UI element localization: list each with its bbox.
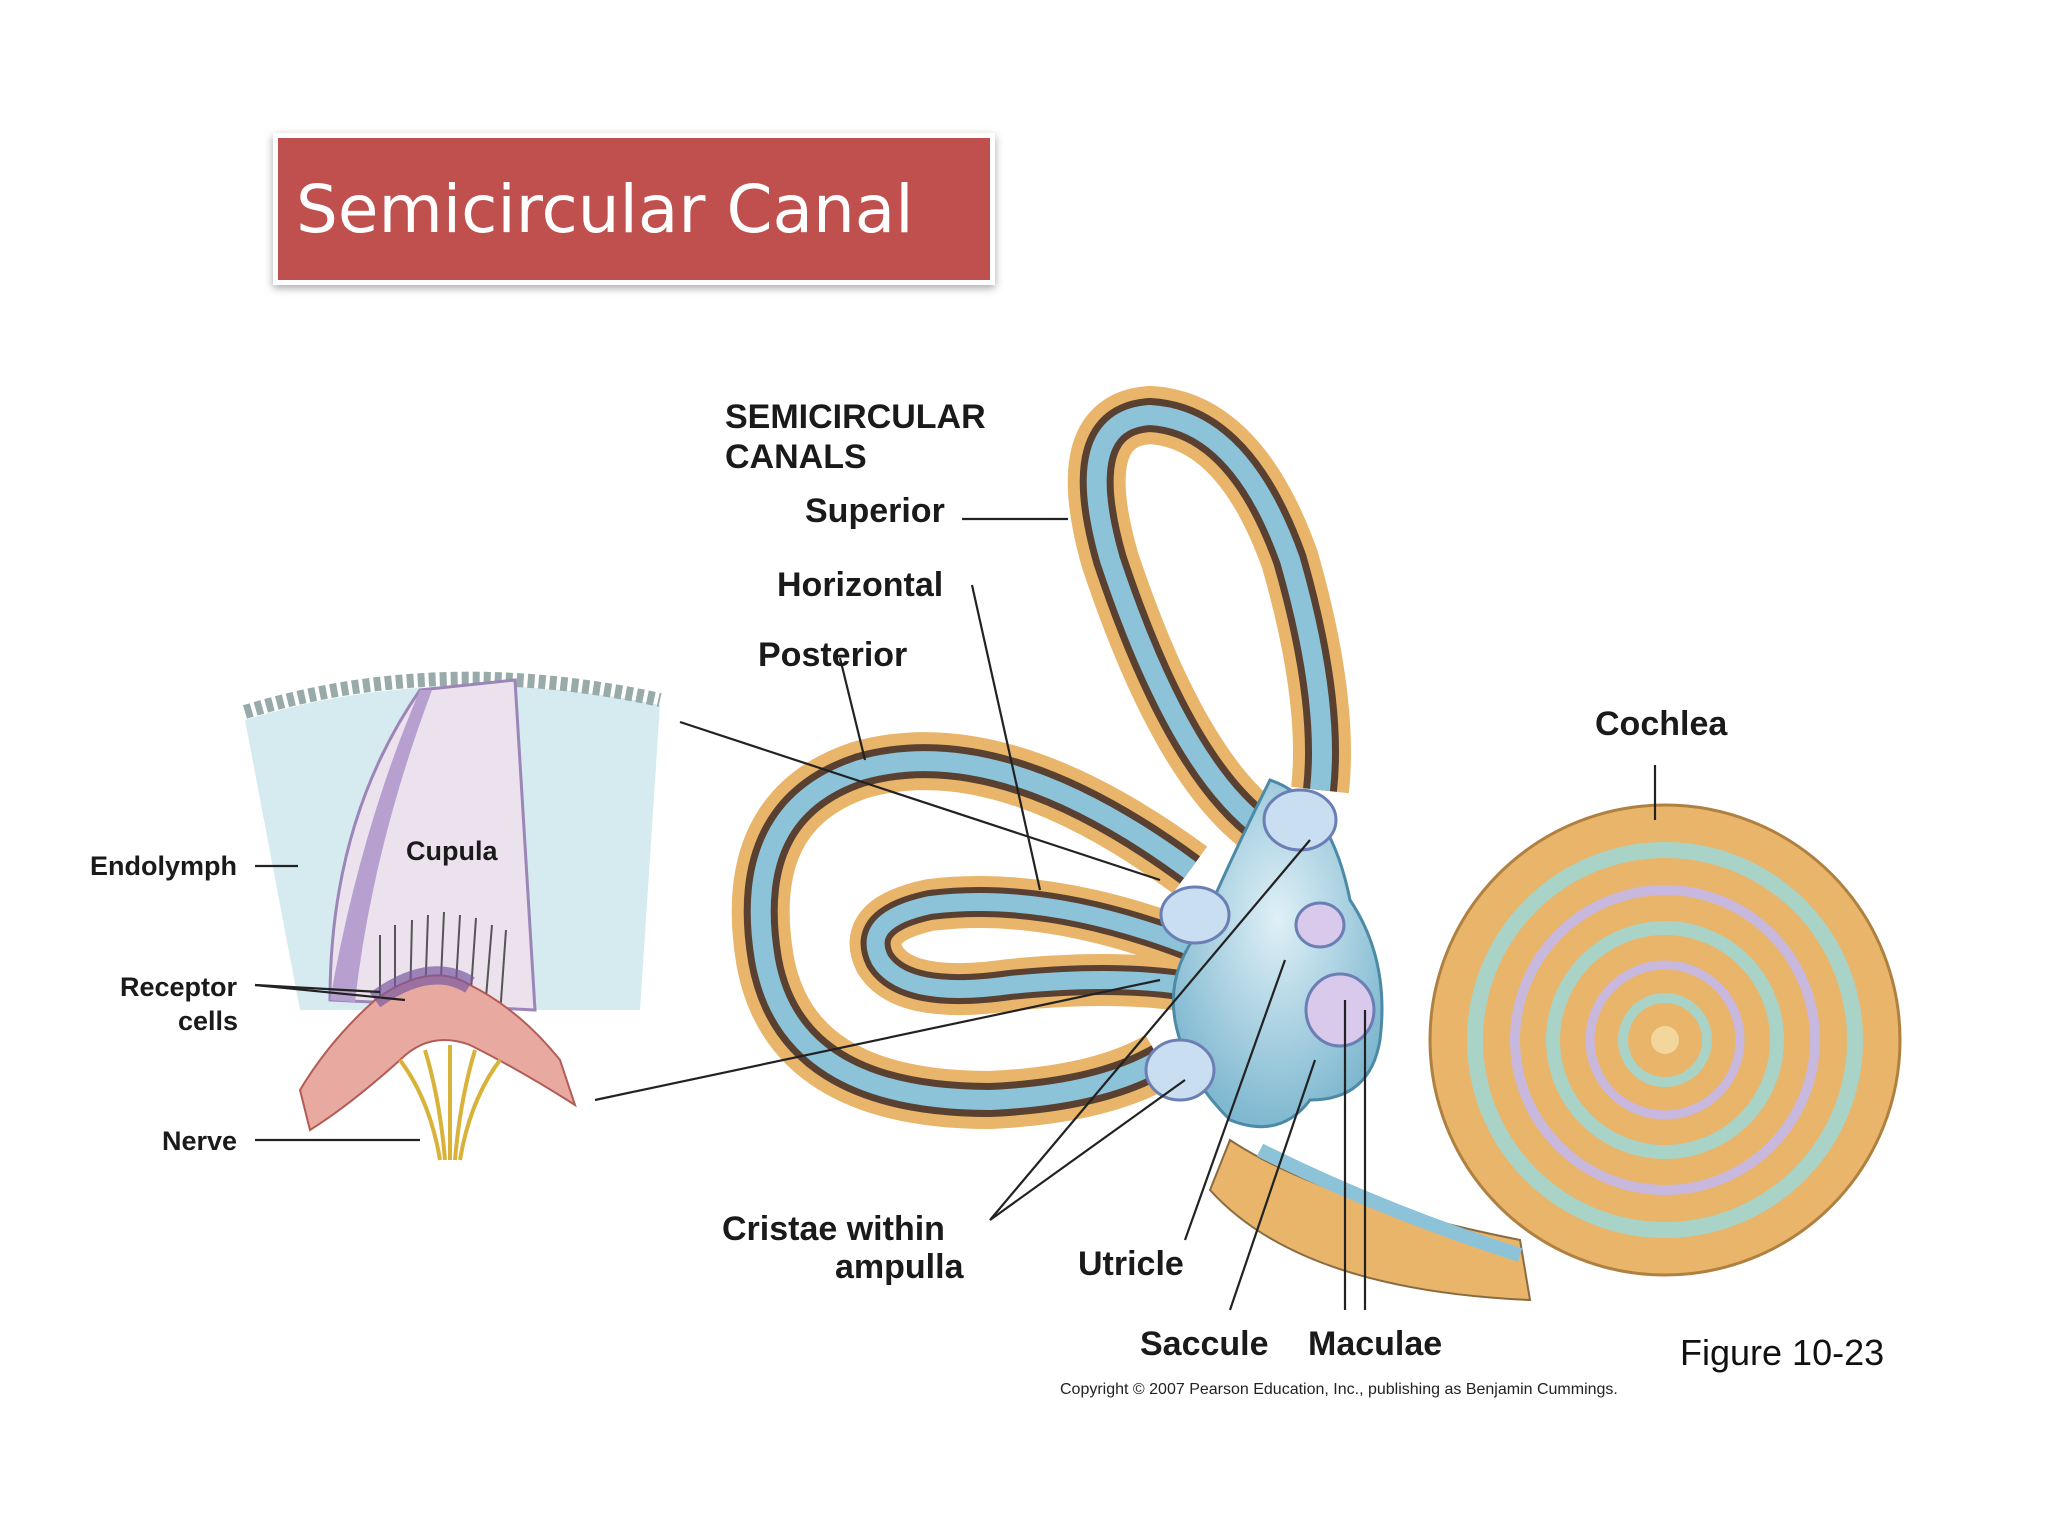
ampulla-superior	[1262, 788, 1338, 852]
figure-number: Figure 10-23	[1680, 1332, 1884, 1373]
cupula-edge	[330, 690, 432, 1002]
cochlea-spiral	[1428, 803, 1902, 1277]
canals-heading-line1: SEMICIRCULAR	[725, 398, 986, 436]
label-cochlea: Cochlea	[1595, 705, 1728, 743]
copyright-line: Copyright © 2007 Pearson Education, Inc.…	[1060, 1381, 1618, 1398]
label-cupula: Cupula	[406, 836, 498, 866]
label-cristae-line2: ampulla	[835, 1248, 965, 1286]
ampulla-horizontal	[1159, 885, 1231, 945]
slide-title: Semicircular Canal	[273, 133, 995, 285]
canal-epithelium	[242, 671, 662, 719]
ampulla-posterior	[1144, 1038, 1216, 1102]
macula-utricle	[1294, 901, 1346, 949]
slide-title-text: Semicircular Canal	[296, 170, 914, 248]
label-receptor-line2: cells	[178, 1006, 238, 1036]
crista-inset	[242, 671, 662, 1161]
label-horizontal: Horizontal	[777, 566, 943, 604]
canals-heading-line2: CANALS	[725, 438, 867, 476]
cupula-shape	[328, 678, 537, 1012]
label-cristae-line1: Cristae within	[722, 1210, 945, 1248]
label-posterior: Posterior	[758, 636, 907, 674]
label-nerve: Nerve	[162, 1126, 237, 1156]
label-maculae: Maculae	[1308, 1325, 1442, 1363]
macula-saccule	[1304, 972, 1376, 1048]
label-endolymph: Endolymph	[90, 851, 237, 881]
labyrinth	[731, 385, 1902, 1302]
label-saccule: Saccule	[1140, 1325, 1269, 1363]
label-superior: Superior	[805, 492, 945, 530]
label-receptor-line1: Receptor	[120, 972, 238, 1002]
label-utricle: Utricle	[1078, 1245, 1184, 1283]
leader-lines	[254, 517, 1657, 1311]
